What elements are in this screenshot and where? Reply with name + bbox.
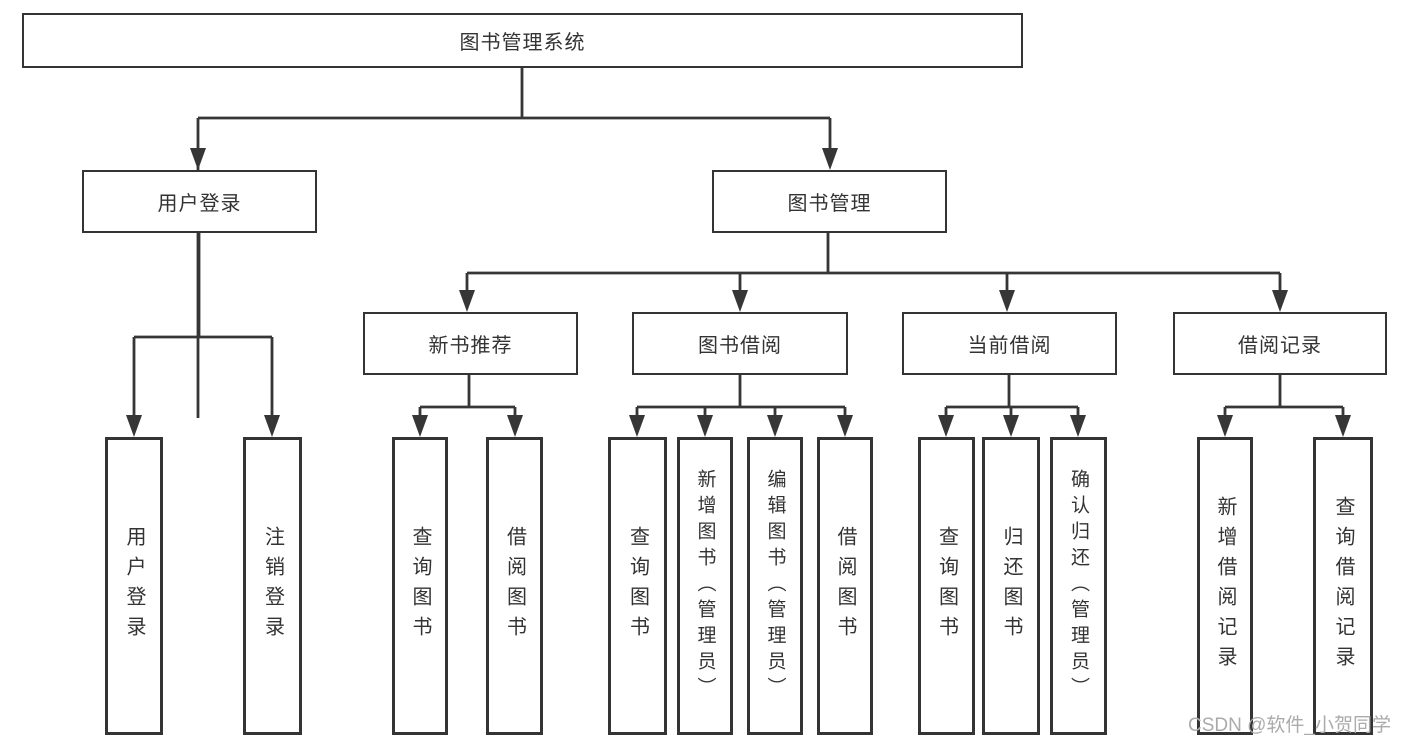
leaf-query-books-current: 查询图书 xyxy=(918,437,975,735)
arrow-head xyxy=(837,415,853,437)
node-label: 查询图书 xyxy=(626,526,649,646)
node-label: 用户登录 xyxy=(123,526,145,646)
node-label: 当前借阅 xyxy=(967,335,1052,357)
node-label: 归还图书 xyxy=(1000,526,1022,646)
node-label: 用户登录 xyxy=(157,193,242,215)
leaf-query-books-borrowing: 查询图书 xyxy=(608,437,667,735)
node-label: 借阅图书 xyxy=(834,526,856,646)
arrow-head xyxy=(999,290,1015,312)
node-label: 查询借阅记录 xyxy=(1332,496,1354,676)
leaf-add-borrow-record: 新增借阅记录 xyxy=(1197,437,1253,735)
arrow-head xyxy=(629,415,645,437)
arrow-head xyxy=(412,415,428,437)
node-label: 查询图书 xyxy=(935,526,958,646)
leaf-borrow-books-recommend: 借阅图书 xyxy=(486,437,543,735)
node-label: 确认归还（管理员） xyxy=(1068,469,1089,703)
csdn-watermark: CSDN @软件_小贺同学 xyxy=(1188,715,1391,736)
leaf-return-books: 归还图书 xyxy=(982,437,1040,735)
node-label: 注销登录 xyxy=(261,526,284,646)
node-new-book-recommendation: 新书推荐 xyxy=(363,312,578,375)
arrow-head xyxy=(1217,415,1233,437)
node-borrowing-records: 借阅记录 xyxy=(1173,312,1387,375)
arrow-head xyxy=(126,415,142,437)
node-label: 图书管理 xyxy=(787,193,872,215)
leaf-query-borrow-record: 查询借阅记录 xyxy=(1313,437,1373,735)
arrow-head xyxy=(1272,290,1288,312)
arrow-head xyxy=(938,415,954,437)
node-book-borrowing: 图书借阅 xyxy=(632,312,848,375)
arrow-head xyxy=(697,415,713,437)
arrow-head xyxy=(1070,415,1086,437)
arrow-head xyxy=(732,290,748,312)
leaf-borrow-books-borrowing: 借阅图书 xyxy=(817,437,873,735)
node-label: 新增图书（管理员） xyxy=(694,469,716,703)
node-label: 图书借阅 xyxy=(698,335,782,357)
node-label: 新增借阅记录 xyxy=(1214,496,1236,676)
node-user-login: 用户登录 xyxy=(82,170,317,233)
node-label: 借阅记录 xyxy=(1238,335,1322,357)
arrow-head xyxy=(507,415,523,437)
arrow-head xyxy=(264,415,280,437)
node-current-borrowing: 当前借阅 xyxy=(902,312,1117,375)
leaf-confirm-return-admin: 确认归还（管理员） xyxy=(1050,437,1107,735)
arrow-head xyxy=(1335,415,1351,437)
arrow-head xyxy=(822,148,838,170)
node-label: 编辑图书（管理员） xyxy=(764,469,786,703)
arrow-head xyxy=(1003,415,1019,437)
leaf-edit-books-admin: 编辑图书（管理员） xyxy=(747,437,803,735)
node-label: 图书管理系统 xyxy=(459,32,586,54)
leaf-logout-login: 注销登录 xyxy=(243,437,302,735)
arrow-head xyxy=(190,148,206,170)
arrow-head xyxy=(767,415,783,437)
node-label: 借阅图书 xyxy=(503,526,526,646)
leaf-query-books-recommend: 查询图书 xyxy=(392,437,448,735)
node-label: 新书推荐 xyxy=(428,335,513,357)
leaf-user-login: 用户登录 xyxy=(105,437,163,735)
node-label: 查询图书 xyxy=(409,526,431,646)
node-book-management: 图书管理 xyxy=(712,170,947,233)
node-root: 图书管理系统 xyxy=(22,13,1023,68)
leaf-add-books-admin: 新增图书（管理员） xyxy=(677,437,733,735)
arrow-head xyxy=(459,290,475,312)
